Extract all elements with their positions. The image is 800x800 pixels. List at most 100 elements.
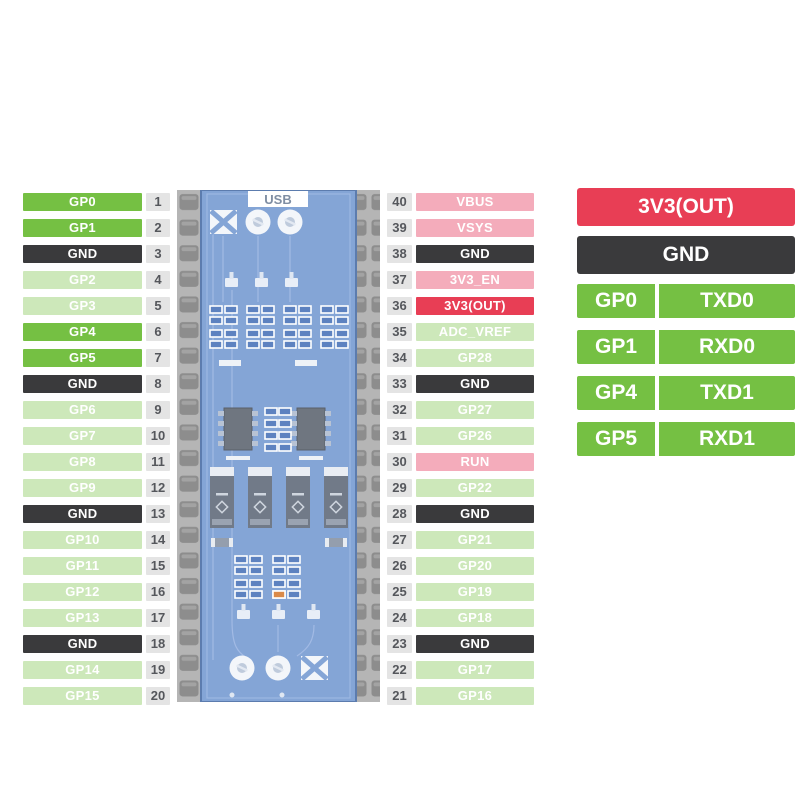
pin-label: GP0	[23, 193, 142, 211]
pin-number: 23	[387, 635, 412, 653]
left-header-strip	[177, 190, 201, 702]
pin-number: 15	[146, 557, 170, 575]
pin-row: GP8 11	[23, 453, 170, 471]
legend-panel: 3V3(OUT) GND GP0 TXD0 GP1 RXD0 GP4 TXD1 …	[577, 188, 795, 468]
pin-number: 26	[387, 557, 412, 575]
pin-label: GP19	[416, 583, 534, 601]
pin-row: GP7 10	[23, 427, 170, 445]
legend-uart-table: GP0 TXD0 GP1 RXD0 GP4 TXD1 GP5 RXD1	[577, 284, 795, 456]
pin-row: GP14 19	[23, 661, 170, 679]
pin-label: GP13	[23, 609, 142, 627]
pin-row: 30 RUN	[387, 453, 534, 471]
legend-banner: GND	[577, 236, 795, 274]
pin-row: GP6 9	[23, 401, 170, 419]
usb-label: USB	[264, 192, 291, 207]
pin-label: GND	[23, 375, 142, 393]
pin-number: 36	[387, 297, 412, 315]
pin-label: VSYS	[416, 219, 534, 237]
pin-number: 31	[387, 427, 412, 445]
pin-label: GND	[416, 375, 534, 393]
pin-number: 20	[146, 687, 170, 705]
pin-number: 37	[387, 271, 412, 289]
pin-row: 33 GND	[387, 375, 534, 393]
pin-row: GND 18	[23, 635, 170, 653]
pin-row: 35 ADC_VREF	[387, 323, 534, 341]
pin-label: GND	[23, 505, 142, 523]
pin-row: GP12 16	[23, 583, 170, 601]
pin-number: 27	[387, 531, 412, 549]
smd-capacitors	[211, 538, 347, 547]
pin-label: GP17	[416, 661, 534, 679]
pin-label: GP7	[23, 427, 142, 445]
pin-label: GP3	[23, 297, 142, 315]
pin-number: 25	[387, 583, 412, 601]
pin-number: 5	[146, 297, 170, 315]
pin-row: 34 GP28	[387, 349, 534, 367]
pin-row: GND 8	[23, 375, 170, 393]
pin-label: GND	[23, 245, 142, 263]
pin-label: GP14	[23, 661, 142, 679]
pin-number: 38	[387, 245, 412, 263]
pin-label: GP15	[23, 687, 142, 705]
pin-number: 13	[146, 505, 170, 523]
pin-number: 2	[146, 219, 170, 237]
legend-banner: 3V3(OUT)	[577, 188, 795, 226]
pin-row: GP0 1	[23, 193, 170, 211]
pin-label: GP5	[23, 349, 142, 367]
pin-label: GP1	[23, 219, 142, 237]
pin-label: GP16	[416, 687, 534, 705]
pin-row: 24 GP18	[387, 609, 534, 627]
pin-number: 16	[146, 583, 170, 601]
pin-row: 40 VBUS	[387, 193, 534, 211]
pin-label: 3V3_EN	[416, 271, 534, 289]
pin-label: GP10	[23, 531, 142, 549]
pin-number: 40	[387, 193, 412, 211]
pin-label: GP6	[23, 401, 142, 419]
legend-pin-label: GP1	[577, 330, 659, 364]
pin-number: 10	[146, 427, 170, 445]
pin-row: 39 VSYS	[387, 219, 534, 237]
pin-number: 9	[146, 401, 170, 419]
pin-number: 21	[387, 687, 412, 705]
pin-number: 1	[146, 193, 170, 211]
pin-number: 4	[146, 271, 170, 289]
pin-row: 32 GP27	[387, 401, 534, 419]
pin-row: GP11 15	[23, 557, 170, 575]
pin-number: 7	[146, 349, 170, 367]
pin-number: 8	[146, 375, 170, 393]
legend-uart-row: GP1 RXD0	[577, 330, 795, 364]
pin-number: 17	[146, 609, 170, 627]
pin-row: 26 GP20	[387, 557, 534, 575]
pin-row: GP4 6	[23, 323, 170, 341]
pin-row: 25 GP19	[387, 583, 534, 601]
pin-label: GP18	[416, 609, 534, 627]
pin-label: GP9	[23, 479, 142, 497]
pin-number: 11	[146, 453, 170, 471]
pin-row: GP5 7	[23, 349, 170, 367]
pin-label: GND	[416, 245, 534, 263]
legend-pin-label: GP5	[577, 422, 659, 456]
pin-label: GP26	[416, 427, 534, 445]
pin-row: GP2 4	[23, 271, 170, 289]
pin-label: GP11	[23, 557, 142, 575]
pin-number: 12	[146, 479, 170, 497]
pin-row: GND 3	[23, 245, 170, 263]
pin-number: 30	[387, 453, 412, 471]
pin-label: GP21	[416, 531, 534, 549]
legend-banners: 3V3(OUT) GND	[577, 188, 795, 274]
pin-row: 29 GP22	[387, 479, 534, 497]
pin-row: 27 GP21	[387, 531, 534, 549]
pcb-board: USB	[177, 190, 380, 702]
pin-label: GND	[416, 635, 534, 653]
right-header-strip	[356, 190, 380, 702]
pin-number: 34	[387, 349, 412, 367]
pin-number: 14	[146, 531, 170, 549]
legend-function-label: RXD1	[659, 422, 795, 456]
pin-label: GP2	[23, 271, 142, 289]
pin-number: 35	[387, 323, 412, 341]
pin-number: 22	[387, 661, 412, 679]
legend-function-label: TXD1	[659, 376, 795, 410]
pin-label: ADC_VREF	[416, 323, 534, 341]
pin-row: GP3 5	[23, 297, 170, 315]
